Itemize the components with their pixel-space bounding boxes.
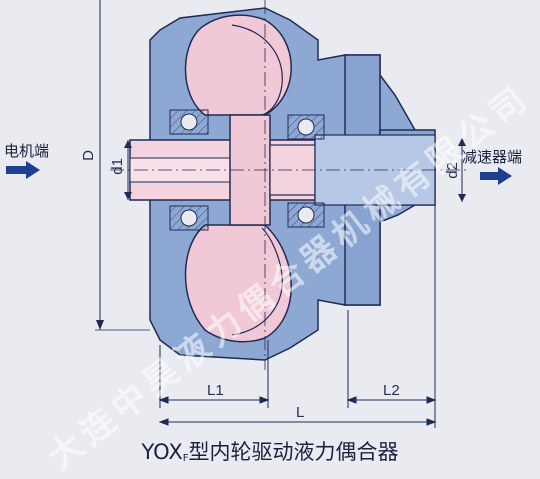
figure-caption: YOXF型内轮驱动液力偶合器	[0, 436, 540, 466]
bearing-left	[169, 109, 209, 231]
caption-model-sub: F	[182, 453, 189, 464]
dim-L-label: L	[296, 404, 305, 421]
dim-d1-label: d1	[109, 158, 126, 175]
caption-title: 型内轮驱动液力偶合器	[188, 440, 399, 464]
output-arrow	[480, 167, 512, 185]
input-end-label: 电机端	[4, 142, 50, 160]
turbine-upper	[184, 14, 292, 116]
bearing-right	[287, 114, 325, 228]
dim-L1	[158, 340, 270, 408]
dim-L1-label: L1	[207, 382, 224, 399]
dim-L	[158, 418, 437, 426]
output-end-label: 减速器端	[462, 148, 523, 166]
caption-model-prefix: YOX	[141, 440, 183, 464]
dim-L2	[346, 205, 437, 428]
input-arrow	[6, 161, 40, 179]
coupling-drawing	[6, 0, 512, 428]
dim-D-label: D	[80, 150, 97, 161]
cavity-lower	[231, 227, 283, 336]
cavity-upper	[231, 24, 283, 116]
dim-L2-label: L2	[383, 382, 400, 399]
